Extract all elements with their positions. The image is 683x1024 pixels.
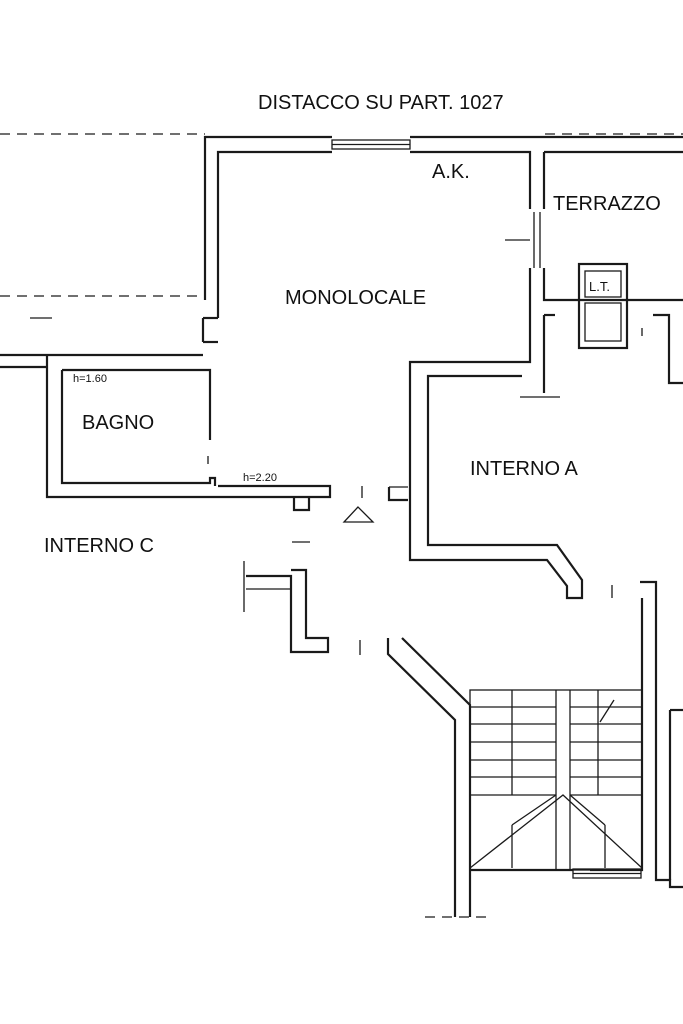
interno-c-label: INTERNO C bbox=[44, 535, 154, 557]
terrazzo-label: TERRAZZO bbox=[553, 193, 661, 215]
interno-a-label: INTERNO A bbox=[470, 458, 578, 480]
outer-walls bbox=[203, 135, 683, 600]
bagno-height-label: h=1.60 bbox=[73, 373, 107, 385]
monolocale-label: MONOLOCALE bbox=[285, 287, 426, 309]
lt-label: L.T. bbox=[589, 279, 610, 294]
stair-block bbox=[386, 580, 683, 917]
ak-label: A.K. bbox=[432, 161, 470, 183]
plan-title: DISTACCO SU PART. 1027 bbox=[258, 92, 504, 114]
corridor-height-label: h=2.20 bbox=[243, 472, 277, 484]
boundary-lines bbox=[0, 133, 683, 918]
corridor-walls bbox=[243, 486, 613, 655]
bagno-walls bbox=[0, 316, 332, 499]
lt-shaft bbox=[577, 262, 629, 350]
bagno-label: BAGNO bbox=[82, 412, 154, 434]
